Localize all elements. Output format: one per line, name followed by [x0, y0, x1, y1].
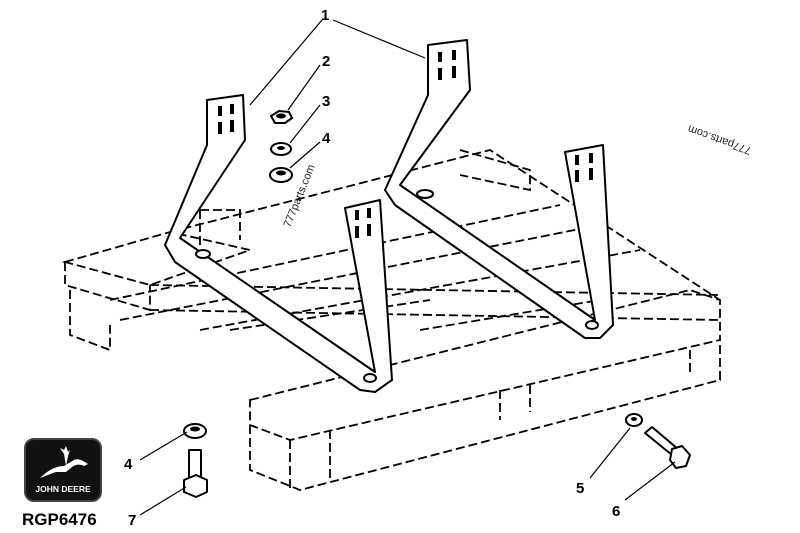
deer-icon [40, 446, 88, 478]
watermark: 777parts.com [686, 122, 753, 156]
logo-text: JOHN DEERE [35, 484, 91, 494]
bolt-right [644, 426, 691, 469]
flat-washer-bottom [183, 423, 207, 439]
callout-7: 7 [128, 512, 136, 529]
figure-code: RGP6476 [22, 510, 97, 529]
bolt-bottom [183, 449, 208, 498]
bracket-right [384, 39, 614, 339]
lock-washer-top [270, 142, 292, 156]
callout-1: 1 [321, 7, 329, 24]
john-deere-logo: JOHN DEERE [24, 438, 102, 502]
leader-lines [139, 19, 676, 516]
callout-2: 2 [322, 53, 330, 70]
callout-4-top: 4 [322, 130, 331, 147]
callout-3: 3 [322, 93, 330, 110]
bracket-left [164, 94, 393, 393]
callout-6: 6 [612, 503, 620, 520]
lock-washer-right [625, 413, 643, 427]
callout-4-bottom: 4 [124, 456, 133, 473]
nut [270, 110, 293, 124]
flat-washer-top [269, 167, 293, 183]
pallet [61, 149, 721, 491]
callout-5: 5 [576, 480, 584, 497]
